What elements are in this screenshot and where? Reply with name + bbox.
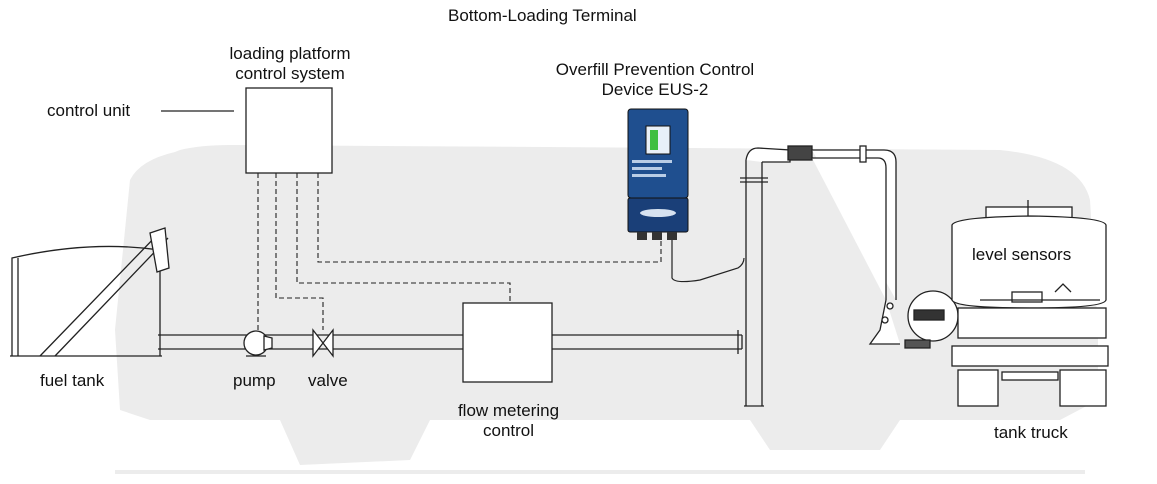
- valve-label: valve: [308, 371, 348, 390]
- tank-truck-label: tank truck: [994, 423, 1068, 442]
- control-unit-label: control unit: [47, 101, 131, 120]
- device-label: Overfill Prevention Control Device EUS-2: [520, 60, 790, 100]
- page-title: Bottom-Loading Terminal: [448, 6, 637, 25]
- platform-system-label: loading platform control system: [210, 44, 370, 84]
- flow-line1: flow metering: [457, 401, 560, 420]
- valve-symbol: [312, 328, 334, 358]
- level-sensors-label: level sensors: [972, 245, 1072, 264]
- device-line1: Overfill Prevention Control: [555, 60, 755, 79]
- pump-symbol: [243, 330, 273, 357]
- flow-metering-label: flow metering control: [436, 401, 581, 441]
- eus2-device: [627, 108, 745, 283]
- loading-arm: [745, 145, 900, 345]
- control-unit-box: [245, 87, 333, 174]
- fuel-tank-label: fuel tank: [40, 371, 105, 390]
- platform-system-line1: loading platform: [229, 44, 351, 63]
- fuel-tank: [10, 227, 170, 357]
- control-signal-lines: [257, 173, 662, 331]
- flow-metering-box: [462, 302, 553, 383]
- pump-label: pump: [233, 371, 276, 390]
- tank-truck: [951, 200, 1109, 407]
- coupler-detail: [904, 290, 959, 349]
- flow-line2: control: [482, 421, 535, 440]
- platform-system-line2: control system: [235, 64, 345, 83]
- device-line2: Device EUS-2: [601, 80, 709, 99]
- main-pipe: [158, 160, 768, 407]
